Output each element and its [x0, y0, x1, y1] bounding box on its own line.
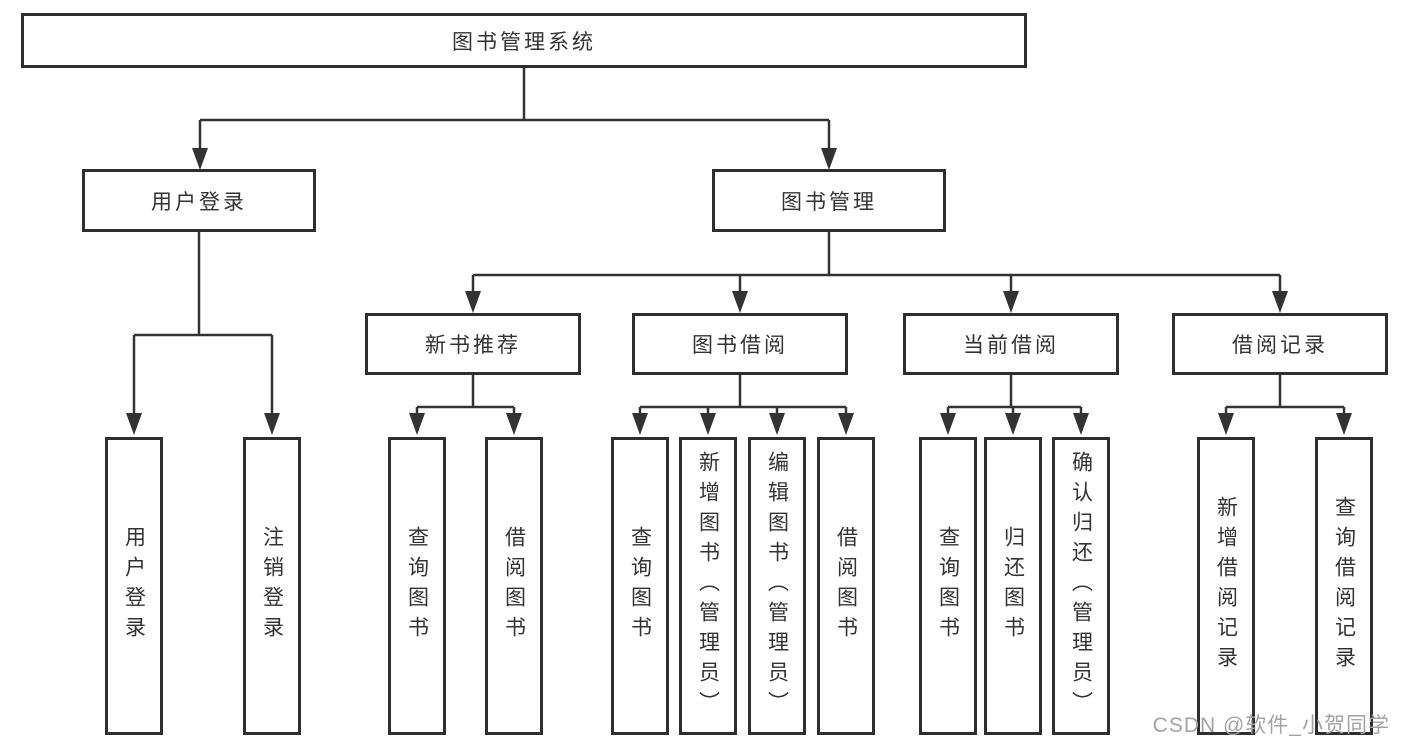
leaf-query-borrow-record: 查询借阅记录 — [1315, 437, 1373, 735]
leaf-query-book-recommend: 查询图书 — [388, 437, 446, 735]
leaf-borrow-book: 借阅图书 — [817, 437, 875, 735]
connector-current-borrow-children — [946, 375, 1083, 419]
leaf-query-book-borrow: 查询图书 — [611, 437, 669, 735]
leaf-borrow-book-recommend: 借阅图书 — [485, 437, 543, 735]
leaf-add-borrow-record: 新增借阅记录 — [1197, 437, 1255, 735]
node-borrow-record: 借阅记录 — [1172, 313, 1388, 375]
connector-borrow-record-children — [1224, 375, 1346, 419]
leaf-edit-book-admin: 编辑图书（管理员） — [748, 437, 806, 735]
csdn-watermark: CSDN @软件_小贺同学 — [1152, 714, 1390, 737]
connector-new-book-children — [415, 375, 516, 419]
leaf-add-book-admin: 新增图书（管理员） — [679, 437, 737, 735]
node-book-management: 图书管理 — [712, 169, 946, 232]
connector-root-to-level1 — [198, 68, 831, 152]
connector-book-mgmt-to-level2 — [471, 232, 1282, 295]
leaf-confirm-return-admin: 确认归还（管理员） — [1052, 437, 1110, 735]
leaf-return-book: 归还图书 — [984, 437, 1042, 735]
leaf-logout-login: 注销登录 — [243, 437, 301, 735]
node-current-borrow: 当前借阅 — [903, 313, 1119, 375]
node-root-system: 图书管理系统 — [21, 13, 1027, 68]
leaf-user-login: 用户登录 — [105, 437, 163, 735]
connector-user-login-children — [132, 232, 274, 417]
node-user-login: 用户登录 — [82, 169, 316, 232]
node-book-borrow: 图书借阅 — [632, 313, 848, 375]
node-new-book-recommend: 新书推荐 — [365, 313, 581, 375]
leaf-query-book-current: 查询图书 — [919, 437, 977, 735]
connector-book-borrow-children — [638, 375, 848, 419]
